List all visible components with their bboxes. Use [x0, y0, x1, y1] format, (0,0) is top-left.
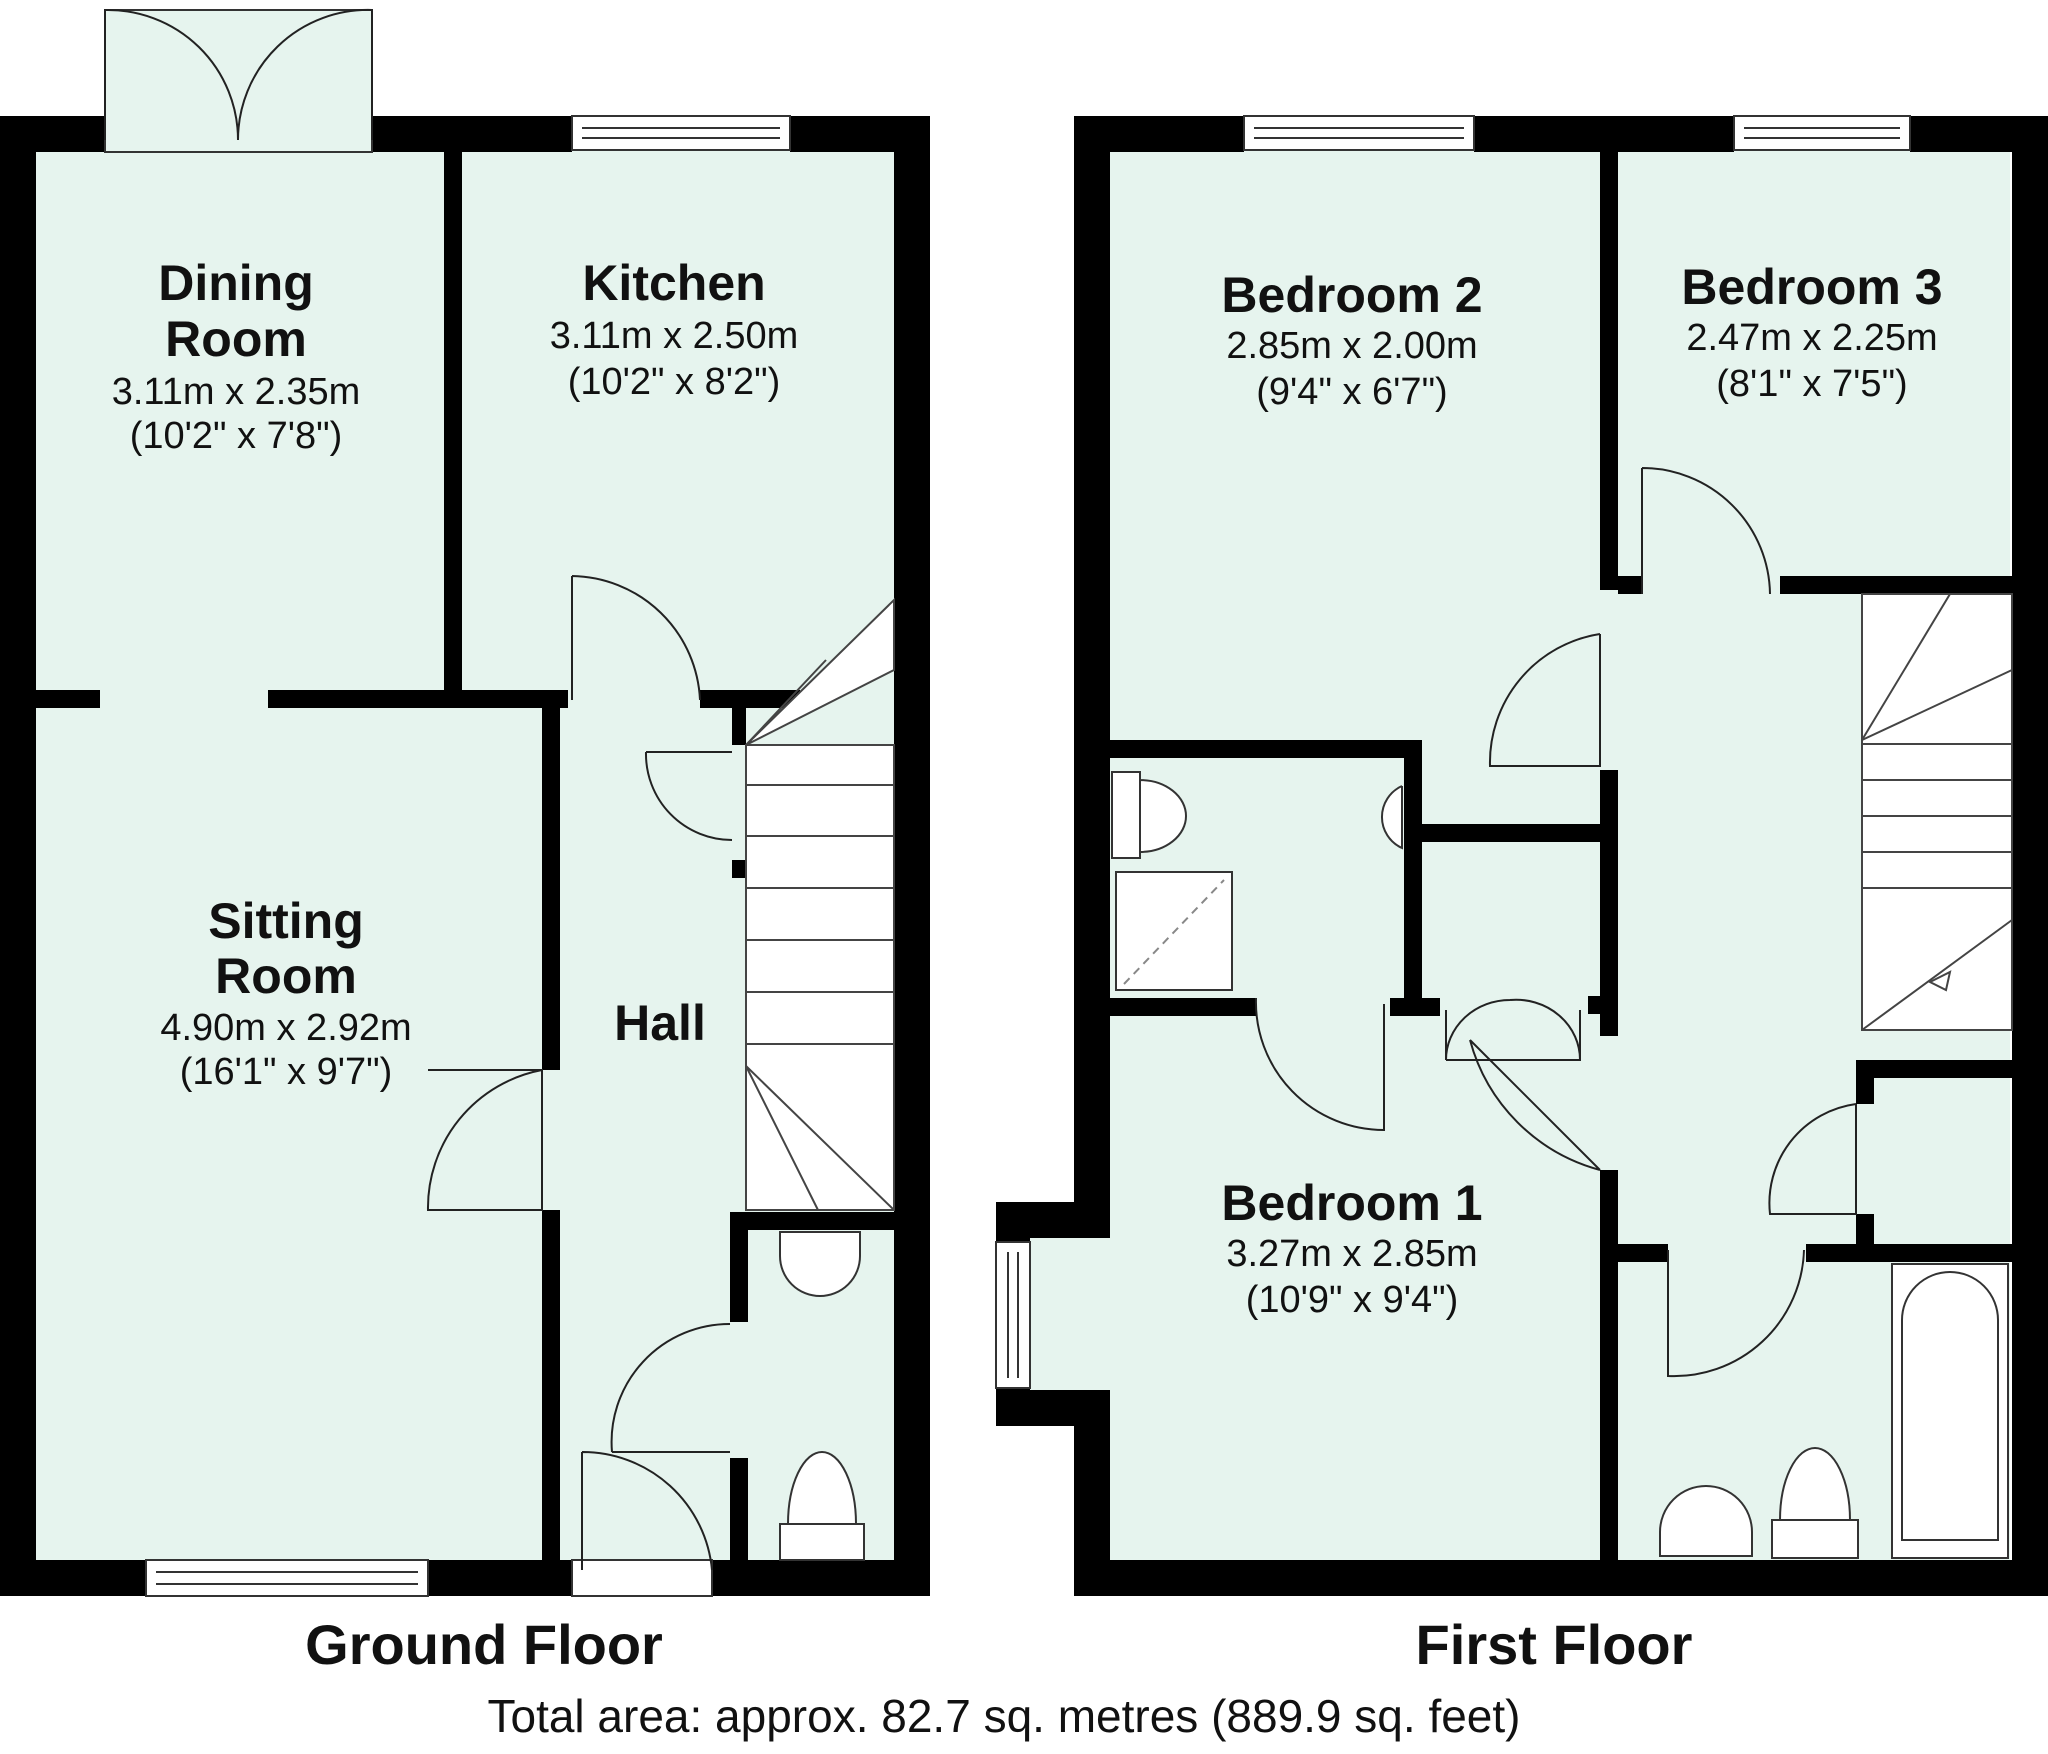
bed1-landing-wall	[1600, 1170, 1618, 1570]
sitting-room-dims-imperial: (16'1" x 9'7")	[180, 1051, 393, 1093]
first-wall-east	[2012, 116, 2048, 1596]
bedroom3-window-icon	[1733, 115, 1911, 151]
airing-wall-top	[1856, 1060, 2012, 1078]
ground-wall-north-a	[0, 116, 105, 152]
ensuite-wall-east	[1404, 740, 1422, 1008]
wc-toilet-icon	[779, 1451, 865, 1561]
hall-name: Hall	[614, 995, 706, 1051]
bath-toilet-icon	[1771, 1447, 1859, 1559]
bedroom1-name: Bedroom 1	[1221, 1175, 1482, 1231]
front-door-threshold-icon	[571, 1559, 713, 1597]
first-stair-flight-icon	[1861, 593, 2013, 1031]
airing-cupboard-door-icon	[1768, 1103, 1857, 1215]
first-wall-north-b	[1474, 116, 1734, 152]
bedroom3-dims: 2.47m x 2.25m	[1686, 317, 1937, 359]
french-door-right-icon	[237, 8, 373, 141]
kitchen-dims: 3.11m x 2.50m	[550, 315, 799, 357]
ground-wall-west	[0, 116, 36, 1596]
airing-wall-west-a	[1856, 1060, 1874, 1104]
bedroom1-dims-imperial: (10'9" x 9'4")	[1246, 1279, 1459, 1321]
bath-wall-north-a	[1618, 1244, 1668, 1262]
bedroom2-name: Bedroom 2	[1221, 267, 1482, 323]
first-wall-west-a	[1074, 116, 1110, 1206]
bedroom2-dims: 2.85m x 2.00m	[1226, 325, 1477, 367]
first-floor-title: First Floor	[1416, 1613, 1693, 1676]
first-staircase	[1861, 593, 2013, 1031]
bedroom3-name: Bedroom 3	[1681, 259, 1942, 315]
bedroom3-dims-imperial: (8'1" x 7'5")	[1716, 363, 1907, 405]
stair-winder-icon	[745, 597, 895, 746]
dining-room-dims: 3.11m x 2.35m	[112, 371, 361, 413]
first-floor-area	[1110, 150, 2010, 1560]
kitchen-hall-wall	[700, 690, 800, 708]
ground-wall-east	[894, 116, 930, 1596]
bay-wall-west-b	[996, 1388, 1030, 1426]
ground-floor: Dining Room 3.11m x 2.35m (10'2" x 7'8")…	[0, 8, 930, 1676]
kitchen-door-icon	[571, 575, 701, 701]
bedroom1-door-icon	[1469, 1039, 1601, 1171]
stair-flight-icon	[745, 744, 895, 1211]
ground-floor-title: Ground Floor	[305, 1613, 663, 1676]
wc-wall-west-b	[730, 1458, 748, 1563]
front-door-icon	[581, 1450, 713, 1571]
cupboard-door-icon	[644, 751, 733, 841]
kitchen-dims-imperial: (10'2" x 8'2")	[568, 361, 781, 403]
sitting-door-icon	[426, 1069, 543, 1211]
wc-basin-icon	[779, 1231, 861, 1297]
ground-wall-north-b	[372, 116, 572, 152]
bedroom3-door-icon	[1641, 467, 1771, 595]
bathroom-door-icon	[1667, 1249, 1805, 1378]
sitting-hall-wall-a	[542, 700, 560, 1070]
dining-sitting-wall-a	[34, 690, 100, 708]
dining-sitting-wall-b	[268, 690, 568, 708]
first-wall-south	[1074, 1560, 2048, 1596]
bed2-bed3-wall-a	[1600, 150, 1618, 590]
sitting-window-icon	[145, 1559, 429, 1597]
bed3-landing-wall-b	[1780, 576, 2012, 594]
kitchen-window-icon	[571, 115, 791, 151]
ground-wall-south	[0, 1560, 930, 1596]
french-door-left-icon	[104, 8, 239, 141]
landing-cupboard-doors-icon	[1445, 998, 1582, 1061]
cupboard-wall-top	[1422, 824, 1612, 842]
dining-room-dims-imperial: (10'2" x 7'8")	[130, 415, 343, 457]
total-area: Total area: approx. 82.7 sq. metres (889…	[487, 1690, 1520, 1742]
wc-door-icon	[610, 1322, 731, 1453]
ground-wall-north-c	[790, 116, 930, 152]
ensuite-wall-east-cap	[1390, 998, 1440, 1016]
bedroom1-window-icon	[995, 1241, 1031, 1389]
stair-wall-b	[732, 860, 746, 878]
bedroom2-door-icon	[1488, 633, 1601, 767]
bed3-landing-wall-a	[1618, 576, 1642, 594]
first-floor: Bedroom 2 2.85m x 2.00m (9'4" x 6'7") Be…	[995, 115, 2048, 1676]
kitchen-name: Kitchen	[582, 255, 765, 311]
sitting-room-dims: 4.90m x 2.92m	[160, 1007, 411, 1049]
bed2-ensuite-wall	[1110, 740, 1422, 758]
first-stair-arrow-icon	[1927, 970, 1952, 992]
ensuite-wall-south	[1110, 998, 1256, 1016]
stair-wall	[732, 700, 746, 745]
dining-room-name: Dining	[158, 255, 314, 311]
sitting-room-name-2: Room	[215, 948, 357, 1004]
landing-wall-a	[1600, 776, 1618, 1036]
ensuite-basin-icon	[1381, 785, 1403, 850]
sitting-room-name: Sitting	[208, 893, 364, 949]
wc-wall-north	[730, 1212, 896, 1230]
wc-wall-west-a	[730, 1212, 748, 1322]
dining-kitchen-wall	[444, 150, 462, 690]
ensuite-toilet-icon	[1111, 771, 1187, 859]
bedroom1-dims: 3.27m x 2.85m	[1226, 1233, 1477, 1275]
bedroom2-window-icon	[1243, 115, 1475, 151]
ground-staircase	[745, 597, 895, 1211]
sitting-hall-wall-b	[542, 1210, 560, 1570]
landing-wall-cap	[1588, 996, 1618, 1014]
ensuite-door-icon	[1254, 997, 1385, 1132]
bedroom2-dims-imperial: (9'4" x 6'7")	[1256, 371, 1447, 413]
bath-wall-north-b	[1806, 1244, 2012, 1262]
dining-room-name-2: Room	[165, 311, 307, 367]
bath-basin-icon	[1659, 1485, 1753, 1557]
bay-wall-west-a	[996, 1202, 1030, 1242]
airing-wall-west-b	[1856, 1214, 1874, 1258]
